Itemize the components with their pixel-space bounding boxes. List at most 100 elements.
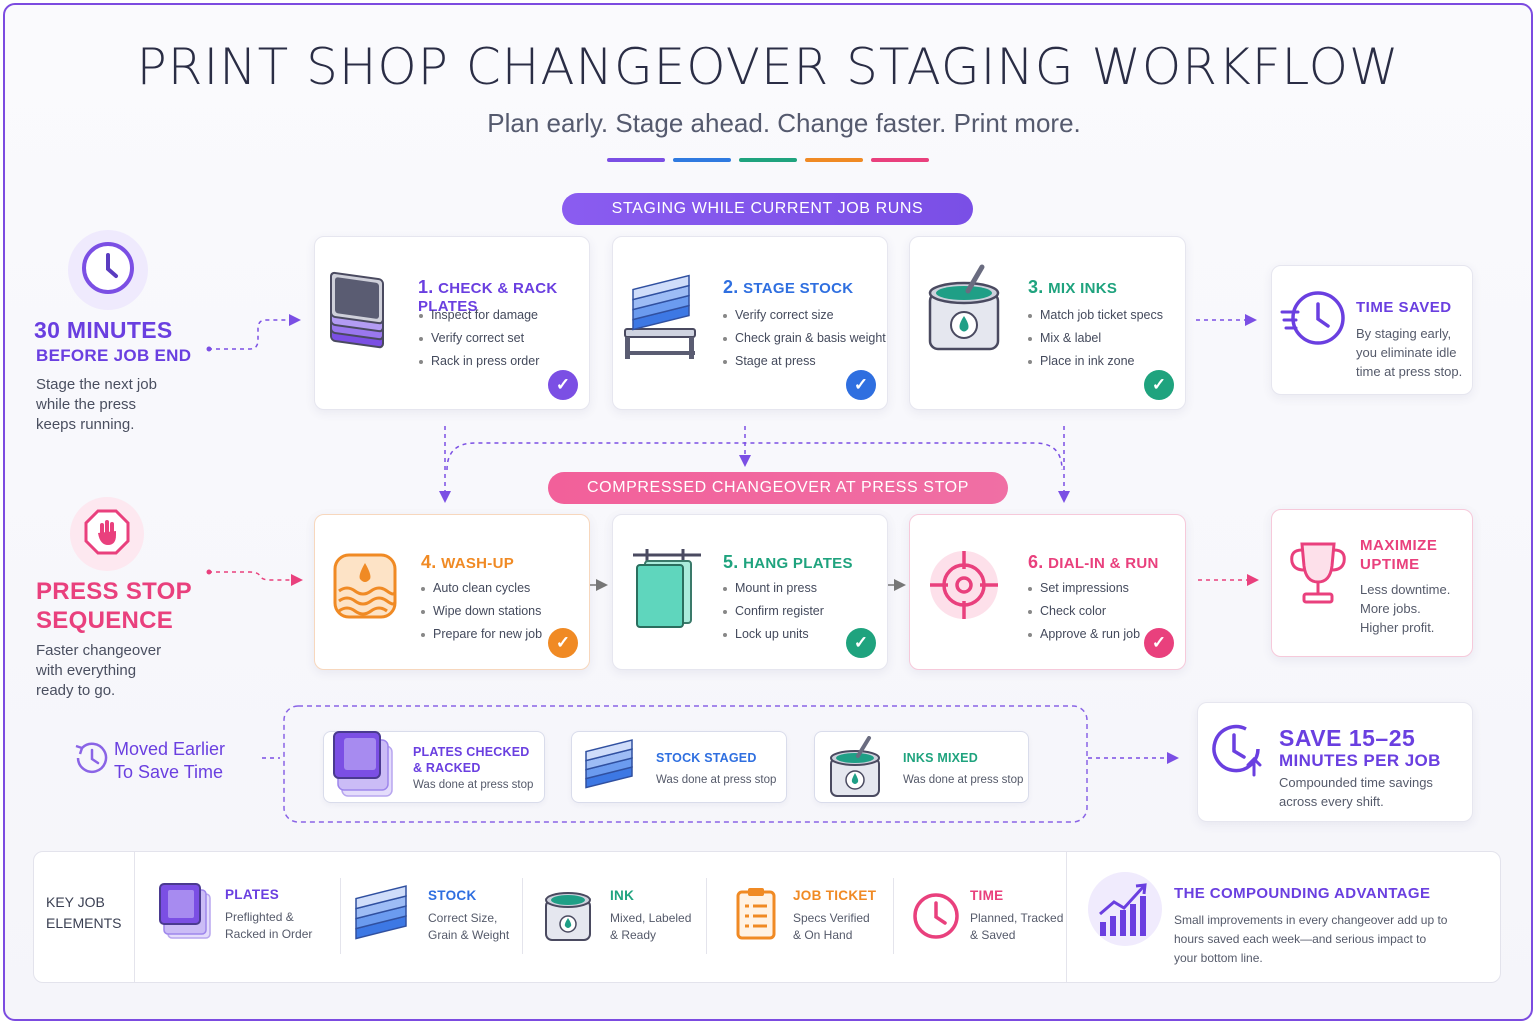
text-line: Mixed, Labeled bbox=[610, 911, 692, 925]
left-top-text: Stage the next job while the press keeps… bbox=[36, 375, 157, 435]
moved-item-sub: Was done at press stop bbox=[903, 774, 1024, 786]
text-line: with everything bbox=[36, 662, 137, 679]
text-line: & On Hand bbox=[793, 928, 853, 942]
clock-arrow-icon bbox=[1212, 724, 1262, 777]
moved-item-inks: INKS MIXED Was done at press stop bbox=[814, 731, 1029, 803]
text-line: you eliminate idle bbox=[1356, 345, 1457, 360]
title-line: UPTIME bbox=[1360, 556, 1420, 573]
maximize-title: MAXIMIZE UPTIME bbox=[1360, 536, 1437, 574]
divider bbox=[706, 878, 707, 954]
divider bbox=[1066, 852, 1067, 982]
key-item-sub: Correct Size, Grain & Weight bbox=[428, 910, 509, 944]
color-bar bbox=[607, 158, 665, 162]
text-line: across every shift. bbox=[1279, 794, 1384, 809]
key-item-title: PLATES bbox=[225, 887, 280, 902]
text-line: Moved Earlier bbox=[114, 739, 226, 759]
text-line: while the press bbox=[36, 396, 137, 413]
moved-earlier-text: Moved Earlier To Save Time bbox=[114, 738, 225, 784]
step-title-text: STAGE STOCK bbox=[743, 280, 854, 297]
save-card: SAVE 15–25 MINUTES PER JOB Compounded ti… bbox=[1197, 702, 1473, 822]
bullet-item: Inspect for damage bbox=[419, 308, 539, 322]
text-line: KEY JOB bbox=[46, 894, 105, 910]
step-bullets-2: Verify correct size Check grain & basis … bbox=[723, 299, 886, 368]
left-bottom-line1: PRESS STOP bbox=[36, 578, 192, 605]
bullet-item: Approve & run job bbox=[1028, 627, 1140, 641]
text-line: your bottom line. bbox=[1174, 951, 1263, 965]
moved-item-title: STOCK STAGED bbox=[656, 751, 757, 765]
plates-stack-icon bbox=[333, 731, 393, 797]
paper-stock-cart-icon bbox=[624, 274, 696, 359]
moved-item-sub: Was done at press stop bbox=[656, 774, 777, 786]
step-title-3: 3. MIX INKS bbox=[1028, 277, 1117, 298]
advantage-text: Small improvements in every changeover a… bbox=[1174, 911, 1447, 968]
step-title-2: 2. STAGE STOCK bbox=[723, 277, 853, 298]
check-icon: ✓ bbox=[548, 628, 578, 658]
divider bbox=[893, 878, 894, 954]
check-icon: ✓ bbox=[846, 628, 876, 658]
paper-stock-icon bbox=[585, 739, 633, 789]
divider bbox=[522, 878, 523, 954]
step-title-text: DIAL-IN & RUN bbox=[1048, 555, 1159, 572]
text-line: Stage the next job bbox=[36, 376, 157, 393]
bullet-item: Match job ticket specs bbox=[1028, 308, 1163, 322]
text-line: Compounded time savings bbox=[1279, 775, 1433, 790]
bullet-item: Wipe down stations bbox=[421, 604, 542, 618]
stop-hand-icon bbox=[84, 509, 130, 555]
step-title-4: 4. WASH-UP bbox=[421, 552, 514, 573]
hanging-plates-icon bbox=[633, 549, 701, 628]
bullet-item: Verify correct set bbox=[419, 331, 539, 345]
key-item-title: JOB TICKET bbox=[793, 888, 877, 903]
step-bullets-3: Match job ticket specs Mix & label Place… bbox=[1028, 299, 1163, 368]
step-card-6: 6. DIAL-IN & RUN Set impressions Check c… bbox=[909, 514, 1186, 670]
moved-item-stock: STOCK STAGED Was done at press stop bbox=[571, 731, 787, 803]
bullet-item: Check grain & basis weight bbox=[723, 331, 886, 345]
ink-can-icon bbox=[830, 736, 880, 797]
text-line: Preflighted & bbox=[225, 910, 294, 924]
text-line: Faster changeover bbox=[36, 642, 162, 659]
step-card-3: 3. MIX INKS Match job ticket specs Mix &… bbox=[909, 236, 1186, 410]
clipboard-icon bbox=[736, 888, 776, 940]
bullet-item: Stage at press bbox=[723, 354, 886, 368]
text-line: ready to go. bbox=[36, 682, 116, 699]
maximize-text: Less downtime. More jobs. Higher profit. bbox=[1360, 580, 1450, 637]
title-line: & RACKED bbox=[413, 761, 481, 775]
title-line: MAXIMIZE bbox=[1360, 537, 1438, 554]
text-line: Correct Size, bbox=[428, 911, 498, 925]
trophy-icon bbox=[1290, 542, 1346, 604]
bullet-item: Place in ink zone bbox=[1028, 354, 1163, 368]
page-subtitle: Plan early. Stage ahead. Change faster. … bbox=[487, 108, 1081, 138]
bullet-item: Set impressions bbox=[1028, 581, 1140, 595]
bullet-item: Prepare for new job bbox=[421, 627, 542, 641]
step-card-2: 2. STAGE STOCK Verify correct size Check… bbox=[612, 236, 888, 410]
ink-can-icon bbox=[545, 892, 591, 941]
check-icon: ✓ bbox=[548, 370, 578, 400]
left-bottom-text: Faster changeover with everything ready … bbox=[36, 641, 161, 701]
step-title-6: 6. DIAL-IN & RUN bbox=[1028, 552, 1159, 573]
text-line: To Save Time bbox=[114, 762, 224, 782]
color-bar bbox=[739, 158, 797, 162]
paper-stock-icon bbox=[355, 885, 407, 940]
text-line: hours saved each week—and serious impact… bbox=[1174, 932, 1427, 946]
clock-icon bbox=[82, 242, 134, 294]
moved-item-plates: PLATES CHECKED & RACKED Was done at pres… bbox=[323, 731, 545, 803]
bar-chart-growth-icon bbox=[1099, 883, 1147, 936]
check-icon: ✓ bbox=[1144, 628, 1174, 658]
bullet-item: Check color bbox=[1028, 604, 1140, 618]
step-number: 6. bbox=[1028, 552, 1044, 572]
step-bullets-5: Mount in press Confirm register Lock up … bbox=[723, 572, 824, 641]
text-line: Racked in Order bbox=[225, 927, 313, 941]
key-item-sub: Planned, Tracked & Saved bbox=[970, 910, 1063, 944]
step-number: 1. bbox=[418, 277, 434, 297]
step-card-5: 5. HANG PLATES Mount in press Confirm re… bbox=[612, 514, 888, 670]
step-bullets-6: Set impressions Check color Approve & ru… bbox=[1028, 572, 1140, 641]
key-item-sub: Preflighted & Racked in Order bbox=[225, 909, 312, 943]
plates-stack-icon bbox=[159, 883, 211, 939]
text-line: & Ready bbox=[610, 928, 657, 942]
time-saved-text: By staging early, you eliminate idle tim… bbox=[1356, 324, 1462, 381]
fast-clock-icon bbox=[1280, 291, 1345, 345]
wash-roller-icon bbox=[333, 553, 397, 619]
step-title-1: 1. CHECK & RACK PLATES bbox=[418, 277, 589, 315]
clock-badge bbox=[68, 230, 148, 310]
key-item-title: TIME bbox=[970, 888, 1004, 903]
